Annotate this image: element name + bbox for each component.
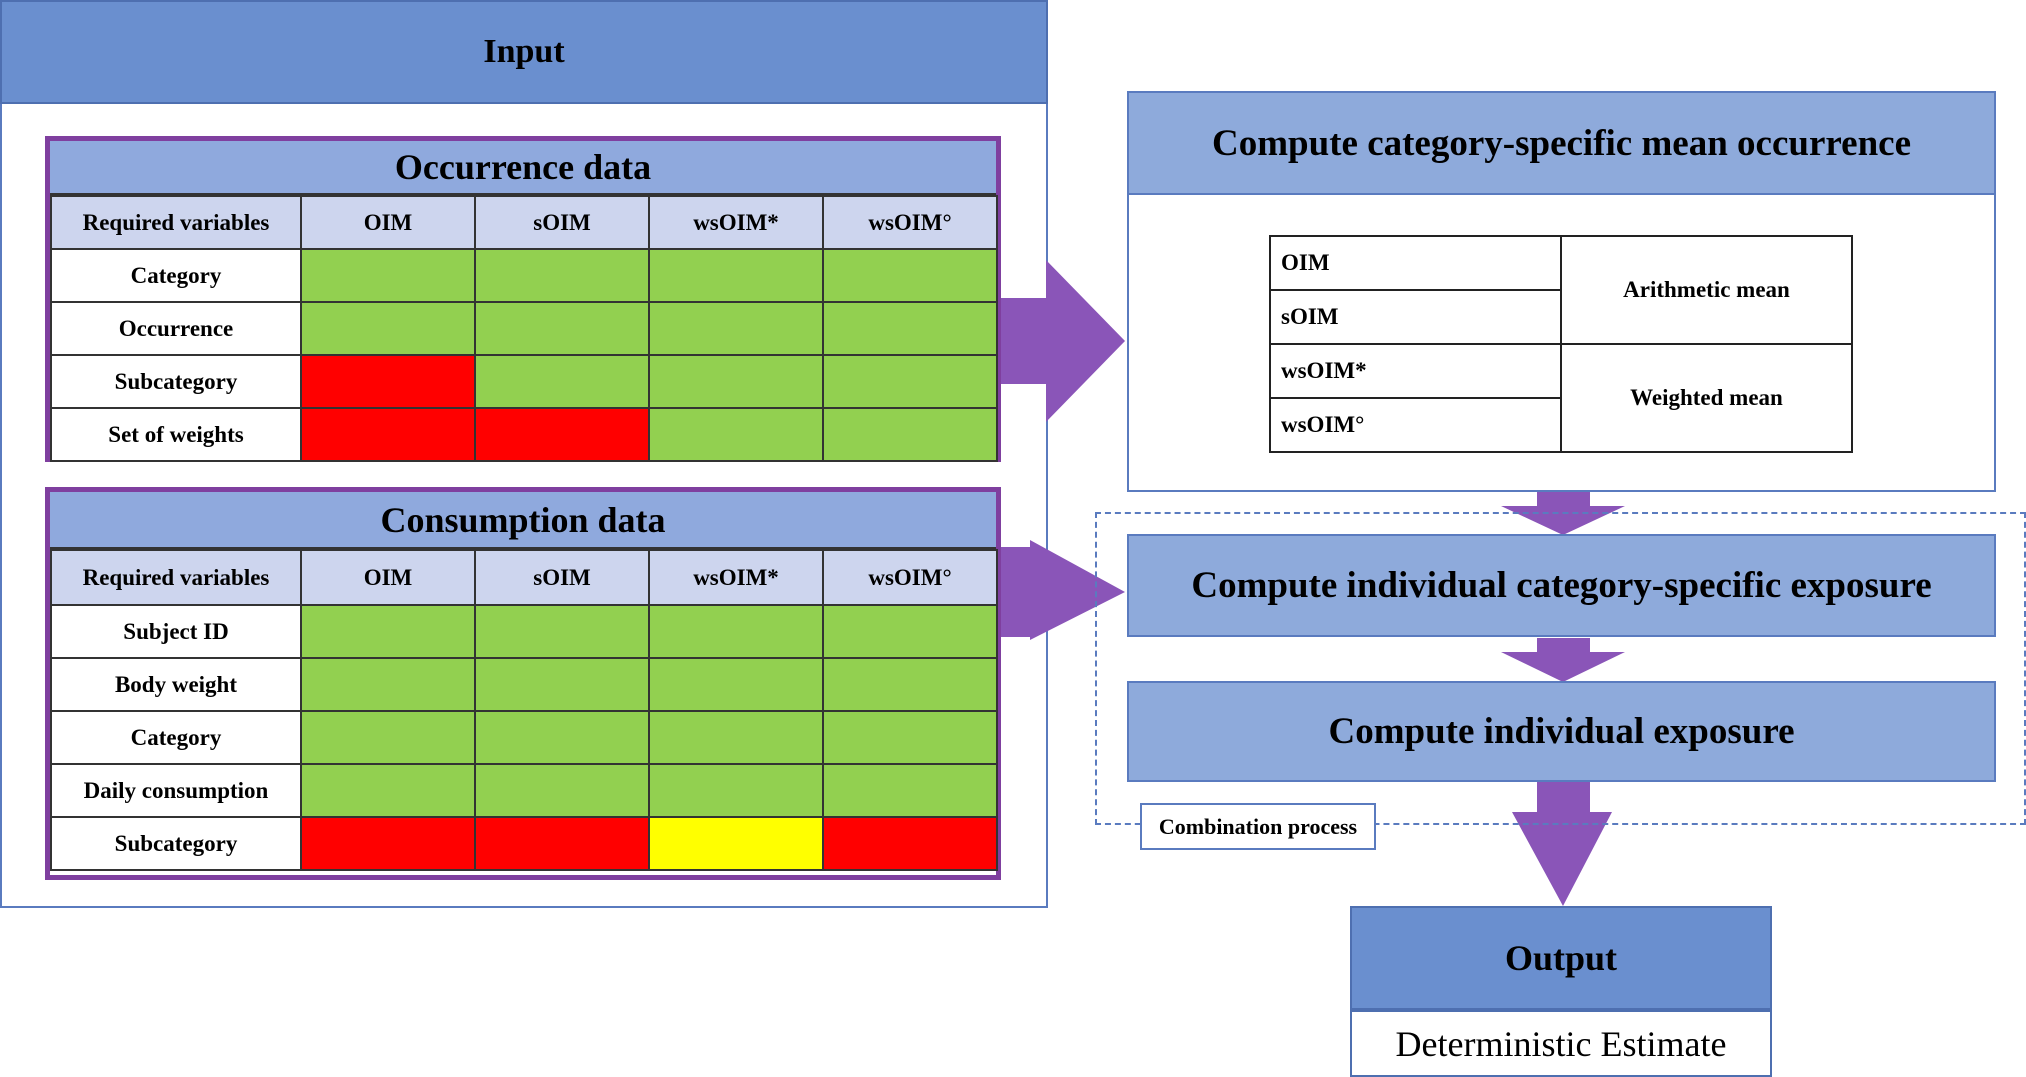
arrow-individual-to-output-icon: [1512, 782, 1612, 906]
requirement-cell-red: [300, 816, 476, 871]
method-arithmetic-mean: Arithmetic mean: [1560, 235, 1853, 345]
requirement-cell-green: [648, 763, 824, 818]
estimator-oim: OIM: [1269, 235, 1562, 291]
input-header: Input: [0, 0, 1048, 104]
header-oim: OIM: [300, 549, 476, 606]
requirement-cell-green: [648, 407, 824, 462]
consumption-header-row: Required variables OIM sOIM wsOIM* wsOIM…: [50, 549, 998, 606]
requirement-cell-green: [822, 301, 998, 356]
requirement-cell-green: [300, 604, 476, 659]
occurrence-row: Category: [50, 248, 998, 303]
requirement-cell-green: [474, 354, 650, 409]
consumption-data-title: Consumption data: [50, 492, 996, 549]
requirement-cell-red: [300, 407, 476, 462]
header-required-variables: Required variables: [50, 549, 302, 606]
header-soim: sOIM: [474, 549, 650, 606]
requirement-cell-green: [822, 354, 998, 409]
mean-occurrence-title: Compute category-specific mean occurrenc…: [1127, 91, 1996, 195]
header-wsoim-star: wsOIM*: [648, 195, 824, 250]
requirement-cell-green: [474, 604, 650, 659]
consumption-row: Subject ID: [50, 604, 998, 659]
header-wsoim-star: wsOIM*: [648, 549, 824, 606]
variable-label: Subcategory: [50, 354, 302, 409]
category-exposure-step: Compute individual category-specific exp…: [1127, 534, 1996, 637]
requirement-cell-green: [300, 710, 476, 765]
variable-label: Occurrence: [50, 301, 302, 356]
requirement-cell-green: [648, 301, 824, 356]
requirement-cell-green: [822, 657, 998, 712]
deterministic-estimate: Deterministic Estimate: [1350, 1010, 1772, 1077]
requirement-cell-green: [300, 248, 476, 303]
occurrence-grid: Required variables OIM sOIM wsOIM* wsOIM…: [50, 195, 998, 462]
requirement-cell-green: [300, 763, 476, 818]
estimator-soim: sOIM: [1269, 289, 1562, 345]
header-oim: OIM: [300, 195, 476, 250]
occurrence-row: Set of weights: [50, 407, 998, 462]
occurrence-data-table: Occurrence data Required variables OIM s…: [45, 136, 1001, 462]
requirement-cell-green: [300, 301, 476, 356]
header-required-variables: Required variables: [50, 195, 302, 250]
variable-label: Subject ID: [50, 604, 302, 659]
requirement-cell-yellow: [648, 816, 824, 871]
variable-label: Set of weights: [50, 407, 302, 462]
occurrence-header-row: Required variables OIM sOIM wsOIM* wsOIM…: [50, 195, 998, 250]
requirement-cell-green: [648, 604, 824, 659]
consumption-row: Subcategory: [50, 816, 998, 871]
requirement-cell-red: [822, 816, 998, 871]
variable-label: Body weight: [50, 657, 302, 712]
estimator-wsoim-star: wsOIM*: [1269, 343, 1562, 399]
requirement-cell-green: [648, 354, 824, 409]
occurrence-row: Occurrence: [50, 301, 998, 356]
estimator-methods-table: OIM Arithmetic mean sOIM wsOIM* Weighted…: [1269, 235, 1853, 453]
combination-process-label: Combination process: [1140, 803, 1376, 850]
header-wsoim-degree: wsOIM°: [822, 195, 998, 250]
arrow-occurrence-to-mean-icon: [1001, 260, 1125, 422]
output-title: Output: [1350, 906, 1772, 1010]
requirement-cell-green: [648, 710, 824, 765]
arrow-consumption-to-exposure-icon: [1001, 540, 1125, 640]
consumption-data-table: Consumption data Required variables OIM …: [45, 487, 1001, 880]
method-weighted-mean: Weighted mean: [1560, 343, 1853, 453]
variable-label: Category: [50, 248, 302, 303]
header-wsoim-degree: wsOIM°: [822, 549, 998, 606]
consumption-row: Body weight: [50, 657, 998, 712]
requirement-cell-green: [822, 710, 998, 765]
individual-exposure-step: Compute individual exposure: [1127, 681, 1996, 782]
requirement-cell-green: [474, 710, 650, 765]
requirement-cell-green: [474, 657, 650, 712]
requirement-cell-green: [300, 657, 476, 712]
occurrence-row: Subcategory: [50, 354, 998, 409]
requirement-cell-green: [822, 763, 998, 818]
requirement-cell-green: [648, 657, 824, 712]
requirement-cell-green: [474, 248, 650, 303]
requirement-cell-green: [474, 301, 650, 356]
consumption-row: Daily consumption: [50, 763, 998, 818]
variable-label: Daily consumption: [50, 763, 302, 818]
requirement-cell-green: [648, 248, 824, 303]
requirement-cell-green: [474, 763, 650, 818]
consumption-row: Category: [50, 710, 998, 765]
header-soim: sOIM: [474, 195, 650, 250]
occurrence-data-title: Occurrence data: [50, 141, 996, 195]
requirement-cell-green: [822, 604, 998, 659]
requirement-cell-red: [474, 816, 650, 871]
estimator-wsoim-degree: wsOIM°: [1269, 397, 1562, 453]
requirement-cell-green: [822, 248, 998, 303]
variable-label: Subcategory: [50, 816, 302, 871]
requirement-cell-red: [300, 354, 476, 409]
consumption-grid: Required variables OIM sOIM wsOIM* wsOIM…: [50, 549, 998, 871]
combination-process-frame: [1095, 512, 2026, 825]
variable-label: Category: [50, 710, 302, 765]
requirement-cell-red: [474, 407, 650, 462]
arrow-exposure-to-individual-icon: [1501, 638, 1625, 682]
requirement-cell-green: [822, 407, 998, 462]
